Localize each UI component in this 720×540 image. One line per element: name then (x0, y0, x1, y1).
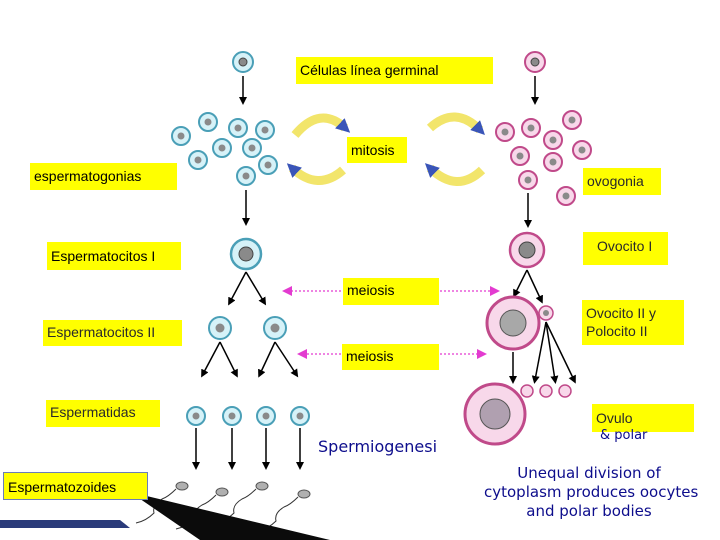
spermatid-cells (186, 406, 310, 426)
label-espermatozoides: Espermatozoides (3, 472, 148, 500)
note-ovulo-partial: & polar (600, 428, 648, 443)
arrow-spc-i-left (228, 271, 247, 306)
label-espermatocitos-i: Espermatocitos I (47, 242, 181, 270)
mitosis-arrows-left (286, 113, 351, 185)
label-ovocito-ii-line2: Polocito II (586, 323, 648, 339)
spermatocyte-ii-cells (208, 316, 287, 340)
black-diagonal-bar (130, 492, 330, 540)
label-ovocito-ii-line1: Ovocito II y (586, 305, 657, 321)
label-meiosis-1: meiosis (343, 278, 439, 305)
note-unequal-line2: cytoplasm produces oocytes (484, 483, 699, 501)
label-celulas-linea-germinal: Células línea germinal (296, 57, 493, 84)
note-unequal-line3: and polar bodies (526, 502, 652, 520)
arrows-spc-ii (201, 341, 299, 378)
label-mitosis: mitosis (347, 137, 407, 163)
label-espermatocitos-ii: Espermatocitos II (43, 320, 182, 346)
label-espermatogonias: espermatogonias (30, 163, 177, 190)
label-ovocito-i: Ovocito I (583, 232, 668, 265)
arrow-oocyte-i-right (526, 269, 543, 304)
polar-bodies-ii (520, 384, 572, 398)
label-meiosis-2: meiosis (342, 344, 439, 370)
note-unequal-line1: Unequal division of (517, 464, 661, 482)
label-espermatidas: Espermatidas (46, 400, 160, 427)
left-shadow-strip (0, 520, 130, 528)
label-ovogonia: ovogonia (583, 168, 661, 195)
oogonia-cluster (495, 110, 592, 206)
arrow-spc-i-right (245, 271, 267, 306)
female-stem-cell (524, 51, 546, 73)
arrows-meiosis-ii-female (509, 321, 576, 384)
oocyte-ii-cell (485, 295, 541, 351)
oocyte-i-cell (508, 231, 546, 269)
label-ovocito-ii-polocito: Ovocito II y Polocito II (582, 300, 684, 345)
male-stem-cell (232, 51, 254, 73)
spermatocyte-i-cell (229, 237, 263, 271)
note-spermiogenesi: Spermiogenesi (318, 437, 438, 456)
note-unequal-division: Unequal division of cytoplasm produces o… (484, 464, 699, 521)
arrow-oocyte-i-left (513, 269, 528, 298)
polar-body-i (538, 305, 554, 321)
mitosis-arrows-right (424, 112, 486, 186)
label-ovulo: Ovulo (592, 404, 694, 432)
arrows-spermiogenesis (192, 428, 304, 470)
ovum-cell (463, 382, 527, 446)
